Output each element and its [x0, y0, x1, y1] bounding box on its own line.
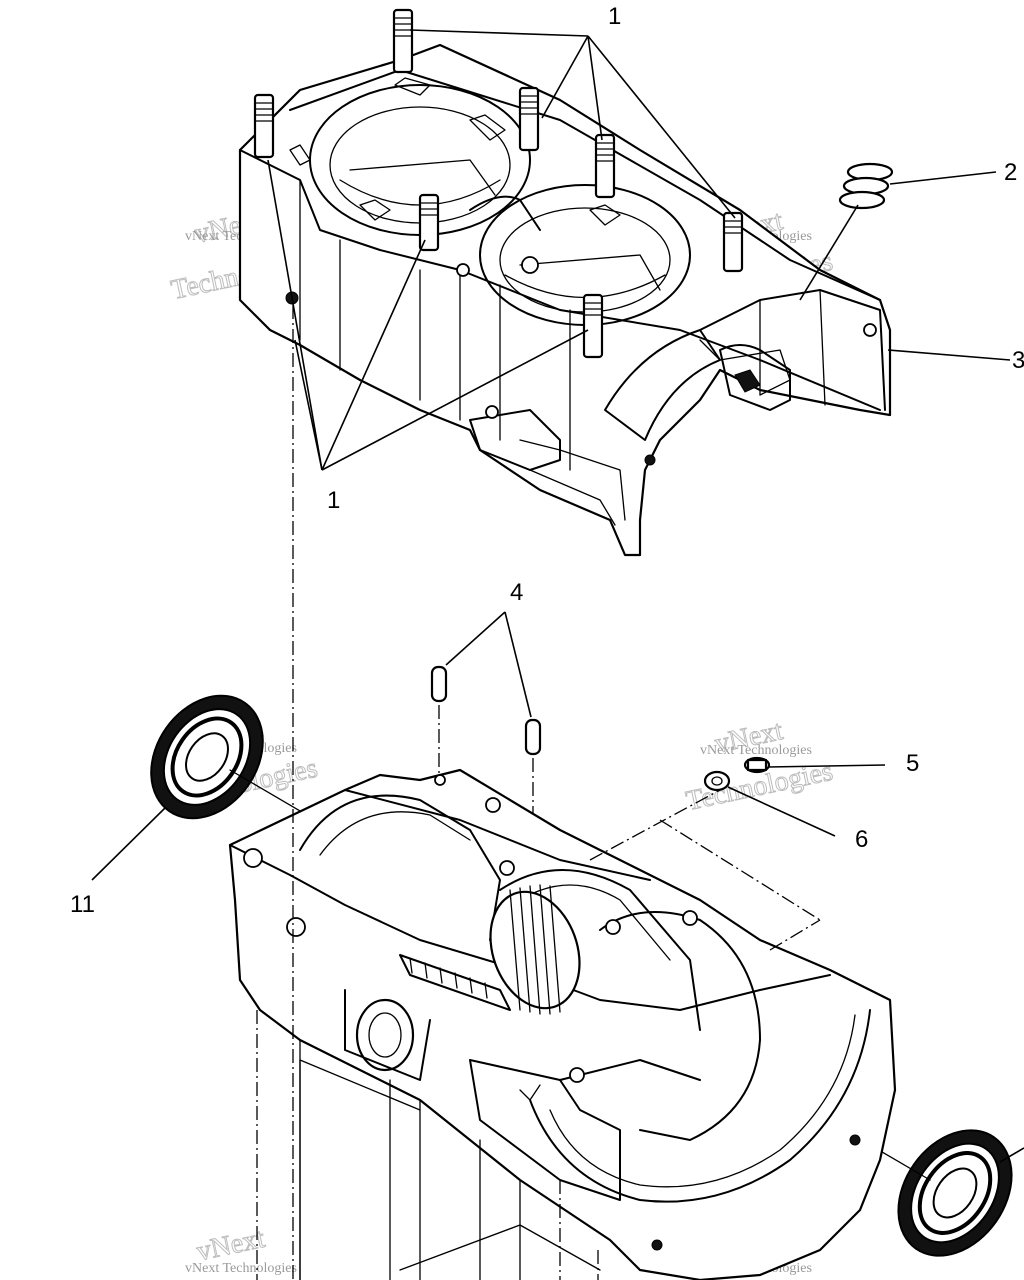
upper-crankcase [238, 8, 892, 557]
callout-1-bottom: 1 [327, 487, 340, 514]
cylinder-stud [582, 293, 604, 359]
callout-2: 2 [1004, 159, 1017, 186]
lower-crankcase [228, 768, 897, 1280]
callout-3-leader [887, 349, 1011, 361]
watermark-small: vNext Technologies [700, 743, 812, 758]
cylinder-stud [418, 193, 440, 252]
oil-seal-right [897, 1129, 1024, 1257]
alignment-lines [256, 305, 821, 1280]
bolt-part-5 [743, 756, 886, 774]
cylinder-stud [518, 86, 540, 152]
cylinder-stud [253, 93, 275, 159]
watermark-small: vNext Technologies [185, 1261, 297, 1276]
callout-1-bottom-leaders [267, 159, 589, 471]
callout-4-leader [504, 611, 532, 718]
oil-seal-left [91, 694, 264, 881]
cylinder-stud [392, 8, 414, 74]
callout-3: 3 [1012, 347, 1024, 374]
dowel-pin [430, 665, 448, 778]
callout-1-top-leaders [409, 29, 736, 219]
callout-6: 6 [855, 826, 868, 853]
cylinder-stud [594, 133, 616, 199]
callout-1-top: 1 [608, 3, 621, 30]
callout-11: 11 [70, 891, 95, 918]
callout-4: 4 [510, 579, 523, 606]
callout-4-leader [445, 611, 506, 666]
washer-part-6 [703, 770, 836, 837]
o-ring-part-2 [799, 162, 997, 301]
cylinder-stud [722, 211, 744, 273]
callout-5: 5 [906, 750, 919, 777]
